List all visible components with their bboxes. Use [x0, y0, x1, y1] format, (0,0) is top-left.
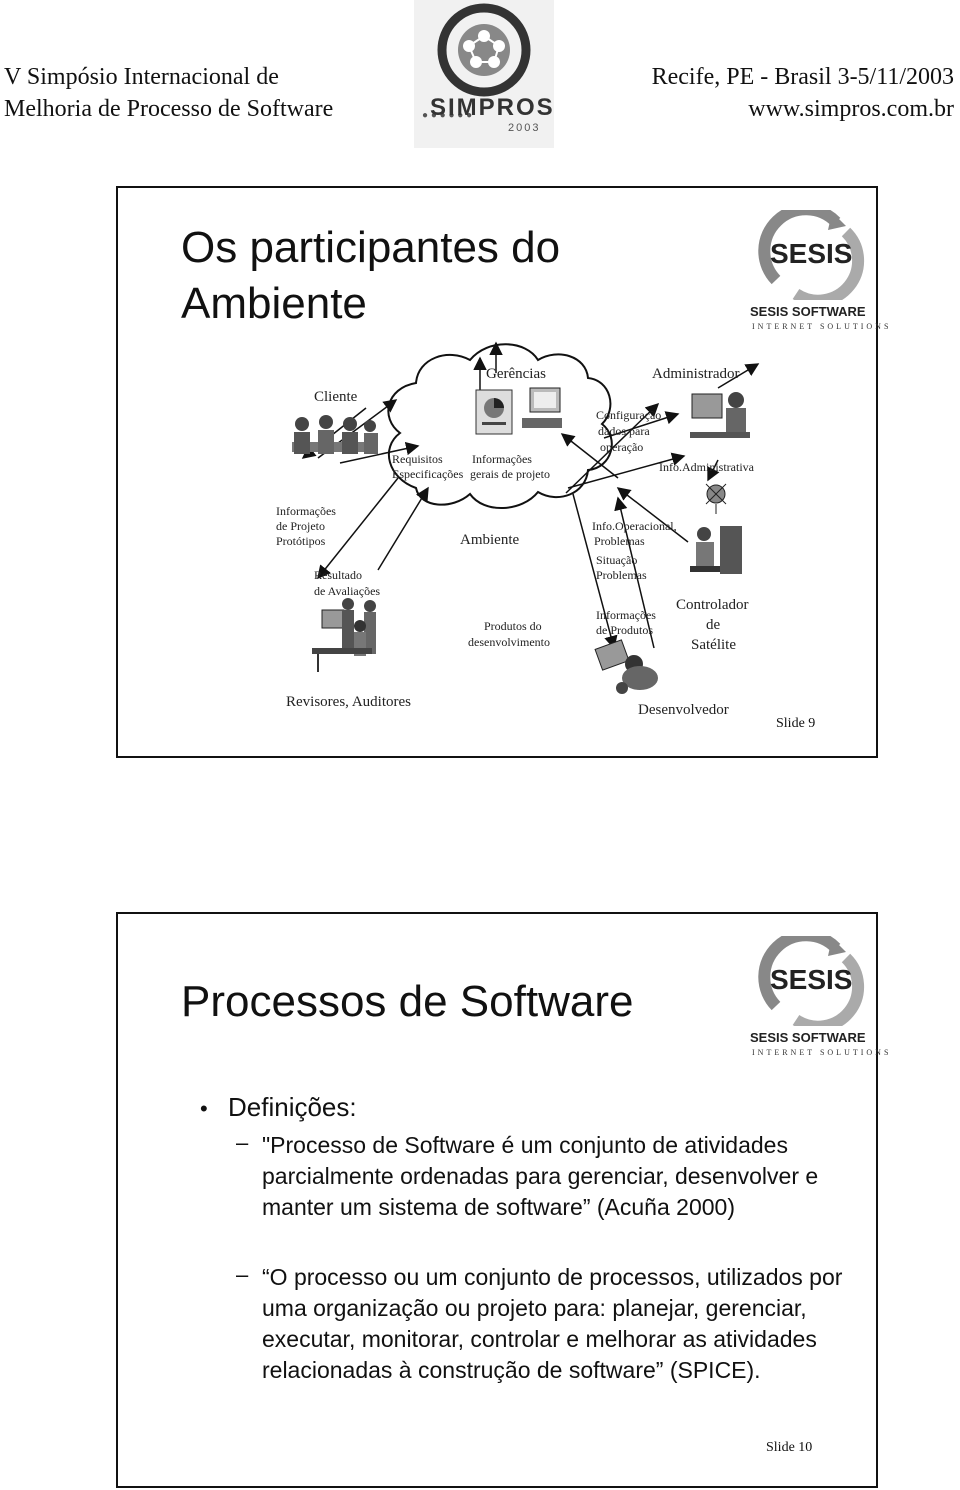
label-situacao-2: Problemas — [596, 568, 647, 582]
participants-diagram: Cliente Gerências Administrador Requisit… — [118, 188, 876, 756]
sesis-company: SESIS SOFTWARE — [750, 1030, 866, 1045]
label-configuracao-2: dados para — [598, 424, 650, 438]
label-especificacoes: Especificações — [392, 467, 464, 481]
sesis-tagline: INTERNET SOLUTIONS — [752, 1048, 892, 1057]
sesis-company: SESIS SOFTWARE — [750, 304, 866, 319]
label-controlador-2: de — [706, 617, 721, 633]
label-requisitos: Requisitos — [392, 452, 443, 466]
label-info-produtos-1: Informações — [596, 608, 656, 622]
definition-1: "Processo de Software é um conjunto de a… — [262, 1132, 819, 1220]
computer-workstation-icon — [522, 387, 562, 428]
label-produtos-2: desenvolvimento — [468, 635, 550, 649]
header-left-line1: V Simpósio Internacional de — [4, 64, 279, 90]
sesis-logo: SESIS SESIS SOFTWARE INTERNET SOLUTIONS — [746, 929, 888, 1066]
label-info-projeto-1: Informações — [276, 504, 336, 518]
sesis-tagline: INTERNET SOLUTIONS — [752, 322, 892, 331]
label-cliente: Cliente — [314, 389, 358, 405]
slide-9-number: Slide 9 — [776, 716, 816, 731]
slide-9: Os participantes do Ambiente SESIS SESIS… — [116, 186, 888, 758]
label-info-produtos-2: de Produtos — [596, 623, 653, 637]
slide-9-title-line1: Os participantes do — [181, 223, 561, 272]
simpros-logo: ● ● ● ● ● ● SIMPROS 2003 — [414, 0, 554, 148]
label-resultado-2: de Avaliações — [314, 584, 381, 598]
label-resultado-1: Resultado — [314, 568, 362, 582]
dash-icon: – — [236, 1130, 249, 1155]
label-info-operacional-1: Info.Operacional, — [592, 519, 677, 533]
label-informacoes-gerais-2: gerais de projeto — [470, 467, 550, 481]
label-revisores: Revisores, Auditores — [286, 694, 411, 710]
label-controlador-1: Controlador — [676, 597, 749, 613]
bullet-dot-icon: • — [200, 1096, 208, 1121]
sesis-swirl-icon — [758, 929, 865, 1033]
satellite-icon — [705, 483, 727, 514]
report-chart-icon — [475, 389, 513, 435]
label-configuracao-3: operação — [600, 440, 644, 454]
slide-10-title: Processos de Software — [181, 977, 634, 1026]
administrator-icon — [690, 392, 750, 438]
simpros-emblem-icon: ● ● ● ● ● ● — [422, 3, 531, 121]
bullet-definicoes: Definições: — [228, 1092, 357, 1122]
svg-text:● ● ● ● ● ●: ● ● ● ● ● ● — [422, 110, 472, 121]
label-situacao-1: Situação — [596, 553, 638, 567]
dash-icon: – — [236, 1262, 249, 1287]
label-desenvolvedor: Desenvolvedor — [638, 702, 729, 718]
label-gerencias: Gerências — [486, 366, 546, 382]
label-info-projeto-2: de Projeto — [276, 519, 325, 533]
header-right-line2: www.simpros.com.br — [748, 96, 954, 122]
slide-10: Processos de Software SESIS SESIS SOFTWA… — [116, 912, 888, 1488]
sesis-logo: SESIS SESIS SOFTWARE INTERNET SOLUTIONS — [746, 203, 888, 340]
label-configuracao-1: Configuração — [596, 408, 662, 422]
label-info-projeto-3: Protótipos — [276, 534, 326, 548]
simpros-logo-text: SIMPROS — [430, 94, 555, 121]
slide-10-number: Slide 10 — [766, 1440, 813, 1455]
label-informacoes-gerais-1: Informações — [472, 452, 532, 466]
label-controlador-3: Satélite — [691, 637, 736, 653]
label-ambiente: Ambiente — [460, 532, 520, 548]
definition-2: “O processo ou um conjunto de processos,… — [262, 1264, 843, 1383]
slide-9-title-line2: Ambiente — [181, 279, 367, 328]
clients-meeting-icon — [292, 415, 378, 454]
header-right-line1: Recife, PE - Brasil 3-5/11/2003 — [651, 64, 954, 90]
developer-icon — [594, 639, 658, 694]
reviewers-team-icon — [312, 598, 376, 672]
label-info-operacional-2: Problemas — [594, 534, 645, 548]
simpros-logo-year: 2003 — [508, 122, 541, 134]
label-produtos-1: Produtos do — [484, 619, 542, 633]
label-administrador: Administrador — [652, 366, 740, 382]
sesis-swirl-icon — [758, 203, 865, 307]
header-left-line2: Melhoria de Processo de Software — [4, 96, 334, 122]
sesis-name: SESIS — [770, 238, 853, 269]
sesis-name: SESIS — [770, 964, 853, 995]
label-info-administrativa: Info.Administrativa — [659, 460, 754, 474]
satellite-controller-icon — [690, 526, 742, 574]
